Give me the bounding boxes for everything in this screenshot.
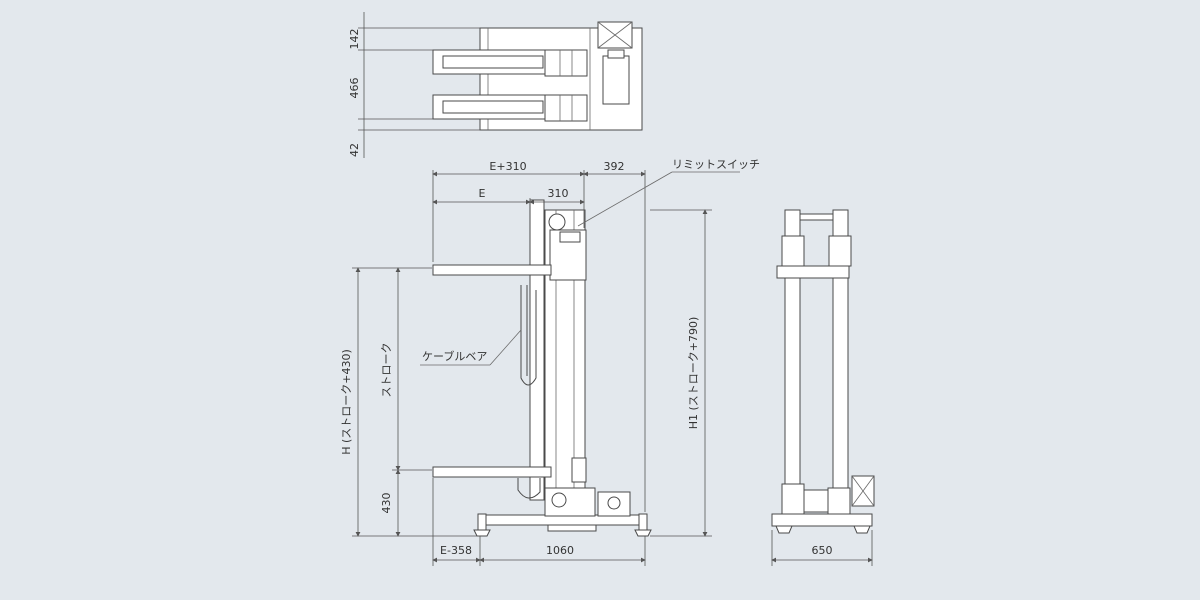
dim-650: 650: [812, 544, 833, 557]
dim-h1: H1 (ストローク+790): [687, 317, 700, 430]
dim-430: 430: [380, 493, 393, 514]
dim-1060: 1060: [546, 544, 574, 557]
label-cable-bear: ケーブルベア: [422, 349, 487, 363]
side-column-left: [784, 277, 801, 511]
front-view: E+310 392 E 310 リミットスイッチ ケーブルベア H (ストローク…: [340, 158, 760, 566]
dim-e-minus-358: E-358: [440, 544, 472, 557]
dim-142: 142: [348, 29, 361, 50]
top-motor: [602, 55, 630, 105]
front-mast-rail: [529, 199, 545, 501]
dim-392: 392: [604, 160, 625, 173]
side-column-right: [832, 277, 849, 511]
dim-h: H (ストローク+430): [340, 349, 353, 455]
top-view: 142 466 42: [348, 12, 643, 158]
cable-bear: [520, 285, 537, 386]
side-crossbar: [776, 265, 850, 279]
label-limit-switch: リミットスイッチ: [672, 158, 760, 171]
side-view: 650: [771, 209, 875, 566]
front-fork-upper: [432, 264, 552, 276]
side-base: [771, 513, 873, 527]
dim-e-plus-310: E+310: [489, 160, 526, 173]
dim-stroke: ストローク: [380, 343, 393, 398]
dim-e: E: [479, 187, 486, 200]
dim-310: 310: [548, 187, 569, 200]
dim-466: 466: [348, 78, 361, 99]
front-drive-housing: [544, 487, 596, 517]
front-fork-lower: [432, 466, 552, 478]
dim-42: 42: [348, 143, 361, 157]
